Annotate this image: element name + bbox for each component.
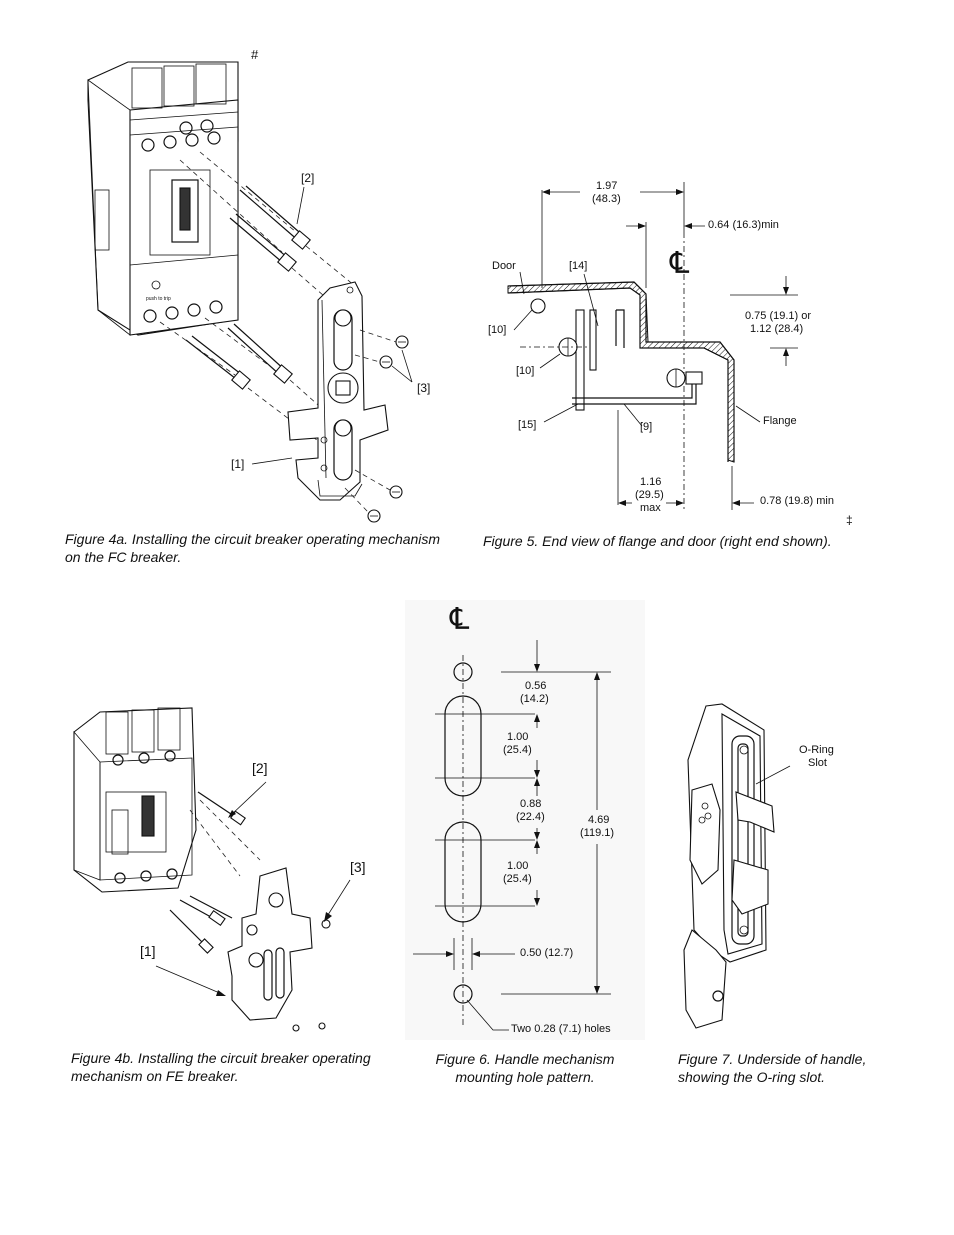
fig6-dim-469-b: (119.1) <box>580 827 615 839</box>
figure-6: ℄ 0.56 (14.2) 1.00 (25.4) 0.88 (22.4) 4.… <box>405 600 645 1040</box>
figure-4a-caption: Figure 4a. Installing the circuit breake… <box>65 531 441 565</box>
stray-mark-fig5: ‡ <box>846 513 853 527</box>
figure-4a-drawing: push to trip <box>87 61 413 523</box>
fig5-callout-14: [14] <box>569 260 588 272</box>
figure-5: 1.97 (48.3) 0.64 (16.3)min Door [14] ℄ 0… <box>480 170 880 530</box>
figure-5-drawing <box>507 182 798 510</box>
fig4b-callout-3: [3] <box>350 859 366 875</box>
fig5-dim-116-a: 1.16 <box>640 476 662 488</box>
fig6-dim-088-b: (22.4) <box>516 811 545 823</box>
fig5-callout-10a: [10] <box>488 324 507 336</box>
fig5-dim-075-a: 0.75 (19.1) or <box>745 310 812 322</box>
fig4b-callout-1: [1] <box>140 943 156 959</box>
fig4a-callout-1: [1] <box>231 457 245 471</box>
fig6-dim-088-a: 0.88 <box>520 798 542 810</box>
fig6-dim-100a-a: 1.00 <box>507 731 529 743</box>
figure-6-drawing <box>405 600 645 1040</box>
fig5-dim-116-c: max <box>640 502 661 514</box>
fig6-dim-100b-a: 1.00 <box>507 860 529 872</box>
fig6-centerline: ℄ <box>450 603 470 636</box>
fig5-callout-10b: [10] <box>516 365 535 377</box>
mounting-screws-upper <box>179 151 361 311</box>
fig5-dim-064: 0.64 (16.3)min <box>708 219 779 231</box>
fig4a-callout-3: [3] <box>417 381 431 395</box>
fig6-dim-100b-b: (25.4) <box>503 873 532 885</box>
operating-mechanism-plate <box>287 281 389 501</box>
small-screws <box>344 329 409 523</box>
figure-7-drawing <box>683 703 791 1029</box>
fig5-label-flange: Flange <box>763 415 797 427</box>
figure-5-caption: Figure 5. End view of flange and door (r… <box>483 533 832 549</box>
fig4b-callout-2: [2] <box>252 760 268 776</box>
fig5-label-door: Door <box>492 260 516 272</box>
fig5-centerline: ℄ <box>670 247 690 280</box>
fig4a-callout-2: [2] <box>301 171 315 185</box>
fe-breaker-body <box>73 707 197 893</box>
svg-text:push to trip: push to trip <box>146 296 171 302</box>
mounting-screws-lower <box>159 317 336 451</box>
fig5-dim-078: 0.78 (19.8) min <box>760 495 834 507</box>
handle-underside <box>683 703 775 1029</box>
stray-mark-top: # <box>251 47 259 62</box>
fig5-callout-15: [15] <box>518 419 537 431</box>
fig7-label-oring-b: Slot <box>808 757 827 769</box>
fig6-holes-note: Two 0.28 (7.1) holes <box>511 1023 611 1035</box>
figure-4b: [2] [3] [1] <box>60 700 400 1045</box>
fig5-dim-197-a: 1.97 <box>596 180 618 192</box>
fig5-dim-116-b: (29.5) <box>635 489 664 501</box>
figure-7: O-Ring Slot <box>672 700 882 1040</box>
figure-4b-drawing <box>73 707 351 1032</box>
figure-7-caption: Figure 7. Underside of handle, showing t… <box>678 1051 867 1085</box>
fc-breaker-body: push to trip <box>87 61 239 336</box>
fig6-dim-469-a: 4.69 <box>588 814 610 826</box>
fig5-dim-075-b: 1.12 (28.4) <box>750 323 804 335</box>
figure-4a: push to trip <box>0 0 480 530</box>
fig6-dim-050: 0.50 (12.7) <box>520 947 574 959</box>
figure-4b-caption: Figure 4b. Installing the circuit breake… <box>71 1050 371 1084</box>
fig6-dim-056-b: (14.2) <box>520 693 549 705</box>
figure-6-caption: Figure 6. Handle mechanism mounting hole… <box>435 1051 615 1085</box>
fe-mechanism-plate <box>227 867 331 1032</box>
fig5-callout-9: [9] <box>640 421 653 433</box>
fig6-dim-100a-b: (25.4) <box>503 744 532 756</box>
fig7-label-oring-a: O-Ring <box>799 744 834 756</box>
fig6-dim-056-a: 0.56 <box>525 680 547 692</box>
fig5-dim-197-b: (48.3) <box>592 193 621 205</box>
